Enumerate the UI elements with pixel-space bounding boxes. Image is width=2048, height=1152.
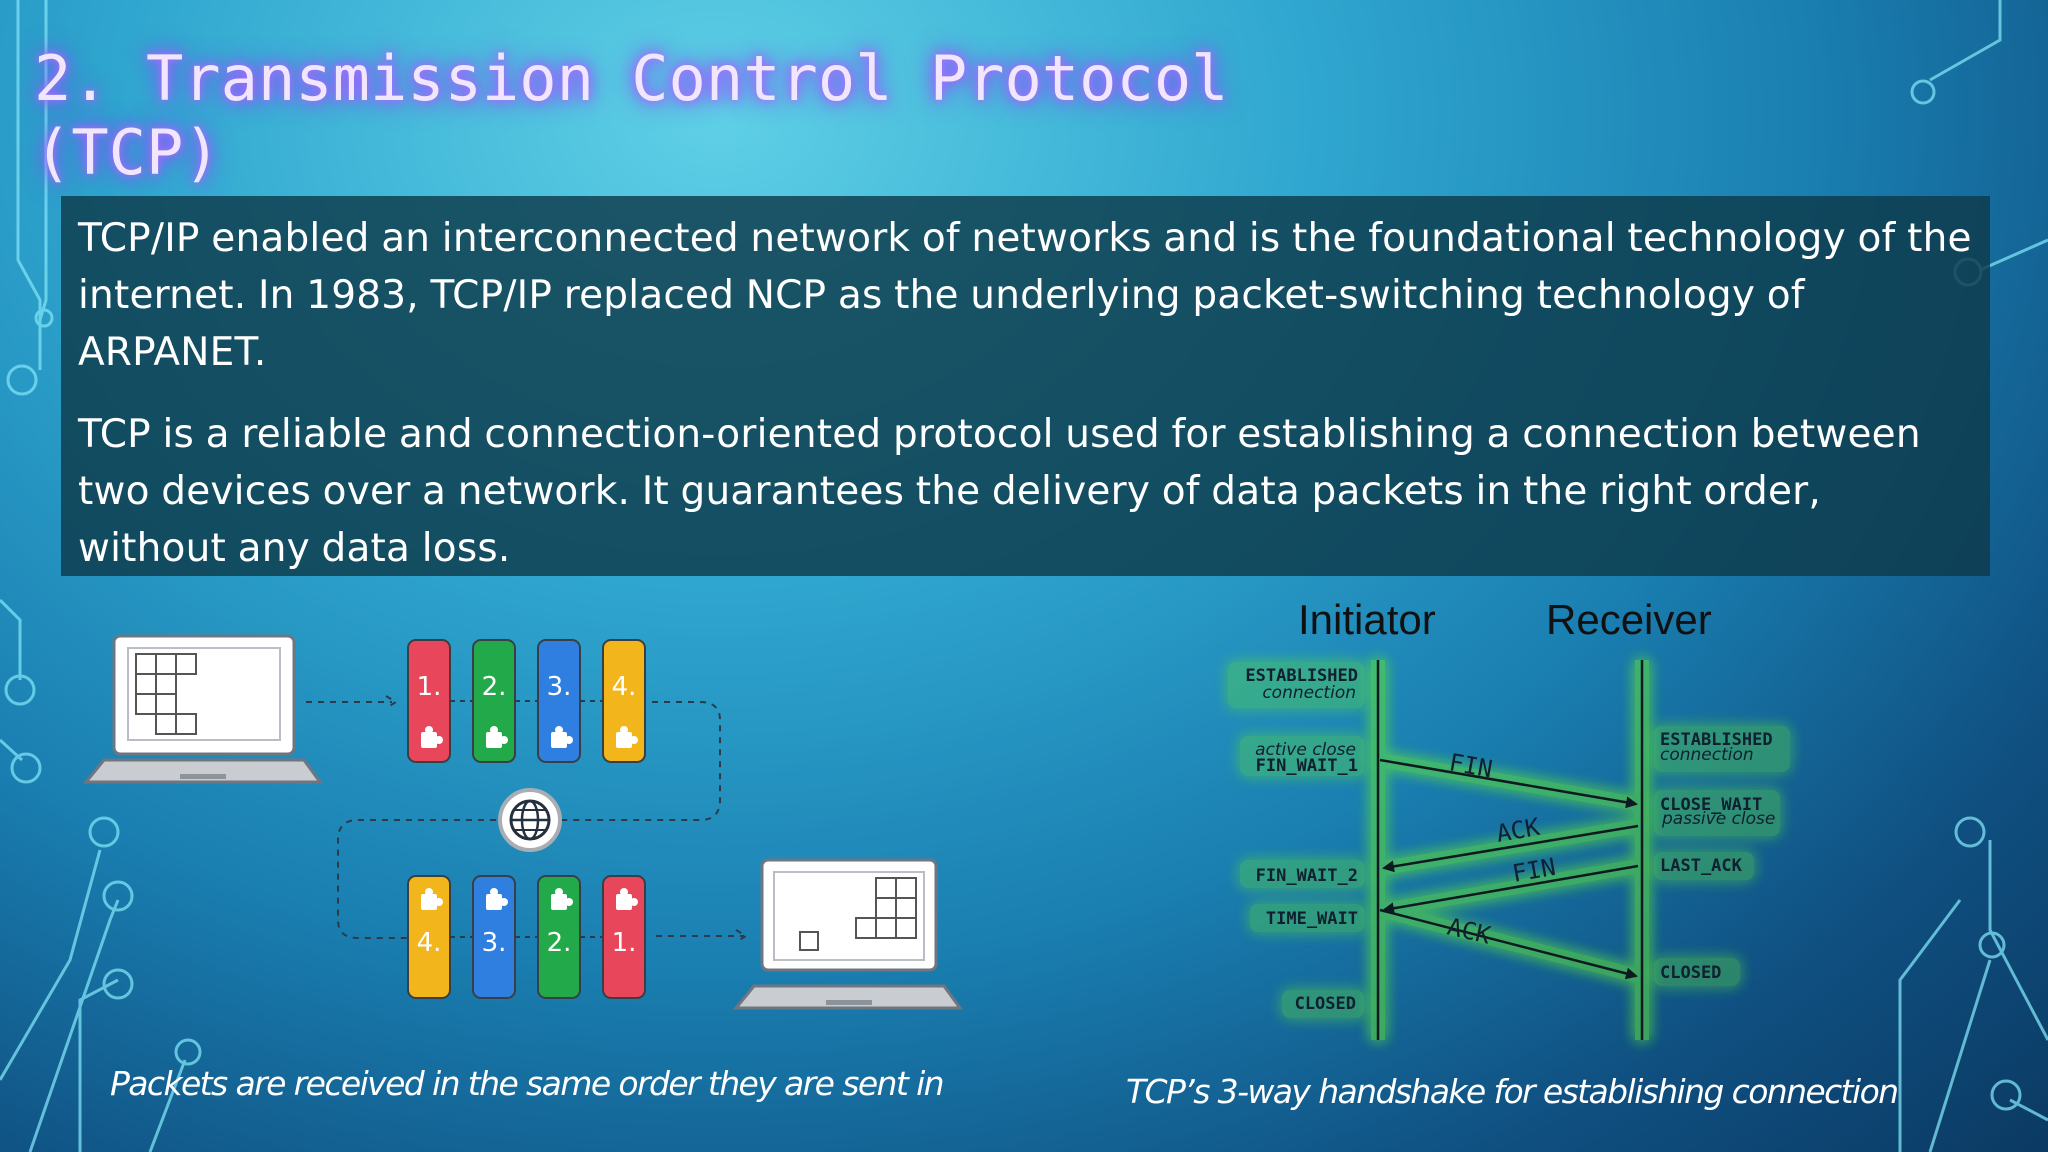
receiver-state-close-wait: CLOSE_WAIT (1660, 795, 1762, 815)
receiver-state-established: ESTABLISHED (1660, 730, 1773, 750)
packet-card: 3. (472, 875, 538, 999)
packet-card-number: 2. (482, 672, 507, 702)
paragraph-tcpip-history: TCP/IP enabled an interconnected network… (78, 216, 1972, 375)
packet-card: 2. (537, 875, 603, 999)
fin-arrow-1 (1379, 758, 1638, 809)
packet-card-number: 4. (417, 928, 442, 958)
puzzle-piece-icon (421, 888, 443, 910)
packet-figure-caption: Packets are received in the same order t… (110, 1064, 945, 1103)
receiver-state-closed: CLOSED (1660, 963, 1721, 983)
ack-arrow-2 (1379, 908, 1638, 980)
packet-card-number: 3. (547, 672, 572, 702)
initiator-state-closed: CLOSED (1295, 994, 1356, 1014)
state-label-glow (1228, 662, 1790, 1018)
puzzle-piece-icon (486, 726, 508, 748)
message-ack-2: ACK (1445, 913, 1494, 950)
receiver-state-last-ack: LAST_ACK (1660, 856, 1743, 876)
puzzle-icon (135, 653, 197, 735)
initiator-state-fin-wait-2: FIN_WAIT_2 (1256, 866, 1358, 886)
slide-title-line-2: (TCP) (34, 116, 221, 189)
globe-icon (498, 788, 562, 852)
receiver-note-connection: connection (1660, 745, 1754, 765)
packet-card-number: 1. (612, 928, 637, 958)
received-packet-row: 4. 3. 2. 1. (407, 875, 646, 999)
packet-card-number: 4. (612, 672, 637, 702)
description-panel: TCP/IP enabled an interconnected network… (61, 196, 1990, 576)
initiator-state-fin-wait-1: FIN_WAIT_1 (1256, 756, 1358, 776)
puzzle-piece-icon (551, 726, 573, 748)
laptop-receiver-icon (732, 858, 963, 1010)
slide-title: 2. Transmission Control Protocol (TCP) (34, 42, 1228, 190)
packet-card: 4. (602, 639, 646, 763)
receiver-note-passive-close: passive close (1661, 809, 1775, 829)
initiator-note-active-close: active close (1255, 740, 1356, 760)
sent-packet-row: 1. 2. 3. 4. (407, 639, 646, 763)
initiator-state-time-wait: TIME_WAIT (1266, 909, 1358, 929)
packet-card: 4. (407, 875, 473, 999)
packet-card: 1. (602, 875, 646, 999)
initiator-label: Initiator (1298, 596, 1436, 643)
slide-title-line-1: 2. Transmission Control Protocol (34, 42, 1229, 115)
initiator-state-established: ESTABLISHED (1245, 666, 1358, 686)
packet-card: 1. (407, 639, 473, 763)
receiver-label: Receiver (1546, 596, 1712, 643)
puzzle-piece-icon (551, 888, 573, 910)
handshake-figure-caption: TCP’s 3-way handshake for establishing c… (1126, 1072, 1899, 1111)
puzzle-piece-icon (616, 726, 638, 748)
initiator-note-connection: connection (1262, 683, 1356, 703)
laptop-sender-icon (82, 634, 323, 784)
packet-card-number: 2. (547, 928, 572, 958)
puzzle-piece-icon (486, 888, 508, 910)
fin-arrow-2 (1382, 864, 1639, 915)
puzzle-piece-icon (421, 726, 443, 748)
packet-card-number: 3. (482, 928, 507, 958)
packet-card-number: 1. (417, 672, 442, 702)
puzzle-piece-icon (616, 888, 638, 910)
packet-card: 2. (472, 639, 538, 763)
ack-arrow-1 (1382, 824, 1639, 873)
paragraph-tcp-definition: TCP is a reliable and connection-oriente… (78, 412, 1921, 571)
packet-card: 3. (537, 639, 603, 763)
